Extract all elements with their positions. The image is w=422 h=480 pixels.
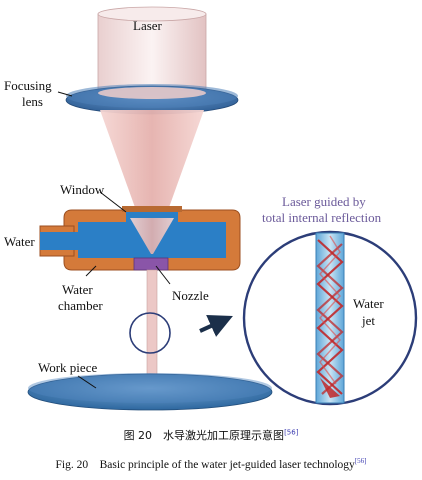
reflection-path-3	[319, 235, 341, 385]
caption-english-ref: [56]	[354, 457, 367, 466]
laser-head	[97, 6, 207, 97]
water-jet-laser-diagram: Laser Focusing lens Window Water Water c…	[4, 6, 418, 411]
focusing-lens-label-line1: Focusing	[4, 78, 52, 93]
beam-in-chamber	[130, 218, 174, 254]
window-label: Window	[60, 182, 105, 197]
tir-label-line2: total internal reflection	[262, 210, 382, 225]
water-jet-label-line2: jet	[361, 313, 375, 328]
caption-chinese: 图 20 水导激光加工原理示意图[56]	[0, 427, 422, 443]
lens-leader-line	[57, 91, 73, 97]
water-inlet-label: Water	[4, 234, 35, 249]
water-chamber-label-line2: chamber	[58, 298, 103, 313]
caption-chinese-text: 图 20 水导激光加工原理示意图	[123, 429, 285, 442]
caption-chinese-ref: [56]	[284, 428, 299, 437]
chamber-leader-line	[85, 265, 97, 277]
jet-detail-view	[242, 230, 418, 406]
reflection-path-1	[316, 239, 344, 395]
caption-english-text: Fig. 20 Basic principle of the water jet…	[55, 459, 355, 471]
magnifier-circle	[129, 312, 171, 354]
reflection-path-2	[316, 243, 344, 395]
laser-label: Laser	[133, 18, 163, 33]
converging-beam	[100, 110, 204, 252]
tir-label-line1: Laser guided by	[282, 194, 366, 209]
focusing-lens	[65, 84, 239, 115]
water-jet-label-line1: Water	[353, 296, 384, 311]
reflection-arrowhead	[320, 378, 340, 398]
work-piece	[27, 373, 273, 411]
water-jet-column	[146, 269, 158, 381]
nozzle-leader-line	[155, 265, 171, 285]
workpiece-leader-line	[77, 375, 97, 389]
window-leader-line	[99, 191, 127, 213]
nozzle-label: Nozzle	[172, 288, 209, 303]
water-chamber-label-line1: Water	[62, 282, 93, 297]
caption-english: Fig. 20 Basic principle of the water jet…	[0, 456, 422, 472]
focusing-lens-label-line2: lens	[22, 94, 43, 109]
work-piece-label: Work piece	[38, 360, 97, 375]
nozzle	[133, 257, 169, 271]
zoom-arrow	[199, 315, 233, 337]
